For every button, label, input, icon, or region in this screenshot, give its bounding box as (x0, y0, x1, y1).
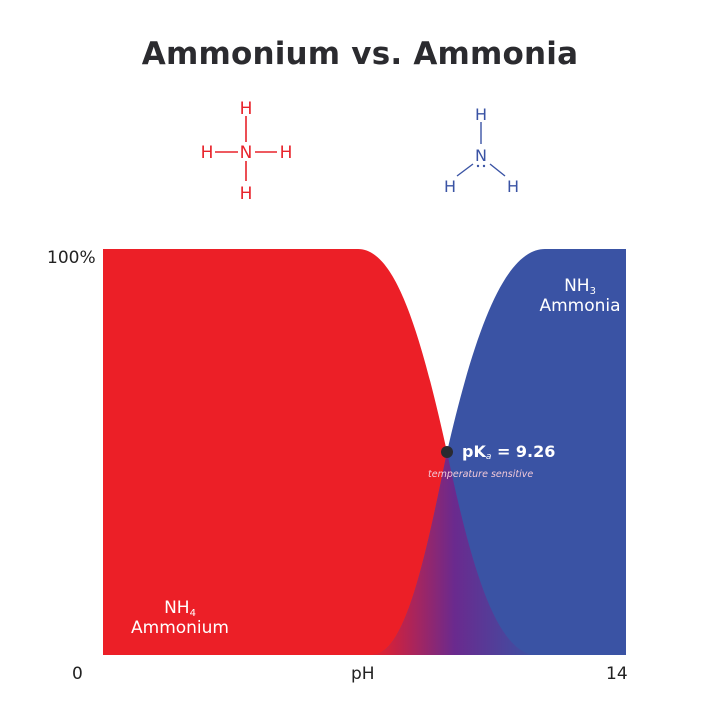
ammonium-structure-icon: H N H H H (195, 95, 305, 210)
x-axis-min-label: 0 (72, 664, 83, 684)
svg-text:H: H (240, 184, 253, 204)
ammonium-label: NH4 Ammonium (131, 598, 229, 638)
x-axis-title: pH (351, 664, 375, 684)
pka-marker (441, 446, 453, 458)
svg-text:N: N (475, 146, 487, 165)
svg-text:H: H (201, 143, 214, 163)
pka-annotation: pKa = 9.26 (462, 442, 556, 462)
ammonia-label: NH3 Ammonia (539, 276, 621, 316)
pka-note: temperature sensitive (428, 469, 534, 480)
svg-text:H: H (280, 143, 293, 163)
x-axis-max-label: 14 (606, 664, 628, 684)
svg-text:H: H (475, 105, 487, 124)
svg-text:N: N (240, 143, 253, 163)
svg-text:H: H (444, 177, 456, 196)
page-title: Ammonium vs. Ammonia (141, 36, 579, 72)
svg-text:H: H (240, 99, 253, 119)
svg-text:H: H (507, 177, 519, 196)
y-axis-top-label: 100% (47, 248, 96, 268)
ammonia-structure-icon: H N H H (435, 100, 535, 200)
